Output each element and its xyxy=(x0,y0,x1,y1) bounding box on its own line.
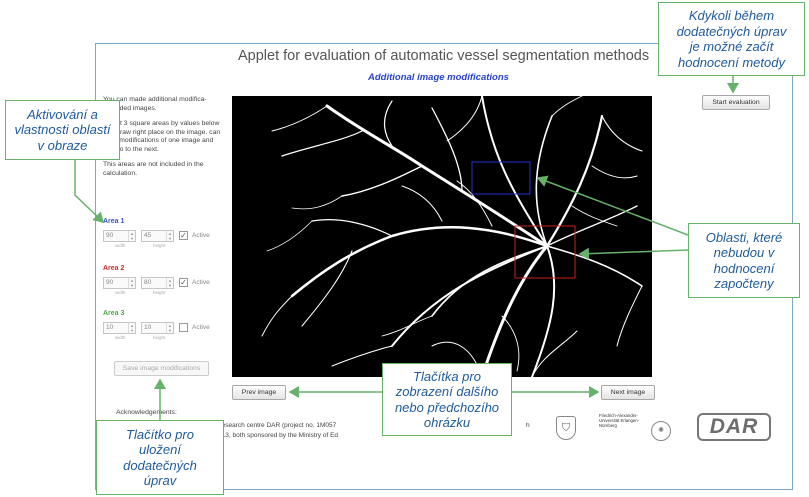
stepper-arrows-icon[interactable]: ▲▼ xyxy=(128,322,135,333)
stepper-arrows-icon[interactable]: ▲▼ xyxy=(166,322,173,333)
applet-subtitle: Additional image modifications xyxy=(368,72,509,83)
fundus-image-canvas[interactable] xyxy=(232,96,652,377)
acknowledgements-line: 21630513, both sponsored by the Ministry… xyxy=(200,432,339,439)
applet-title: Applet for evaluation of automatic vesse… xyxy=(238,48,650,64)
height-label: height xyxy=(153,290,166,295)
area-2-height-stepper[interactable]: 80▲▼ xyxy=(141,276,174,289)
area-2-controls: Area 2 90▲▼ 80▲▼ ✓ Active width height xyxy=(103,265,229,295)
stepper-arrows-icon[interactable]: ▲▼ xyxy=(128,230,135,241)
callout-navigation-buttons: Tlačítka pro zobrazení dalšího nebo před… xyxy=(382,363,512,436)
area-2-width-stepper[interactable]: 90▲▼ xyxy=(103,276,136,289)
callout-areas-settings: Aktivování a vlastnosti oblastí v obraze xyxy=(5,100,120,160)
area-1-controls: Area 1 90▲▼ 45▲▼ ✓ Active width height xyxy=(103,218,229,248)
next-image-button[interactable]: Next image xyxy=(601,385,655,400)
callout-start-info: Kdykoli během dodatečných úprav je možné… xyxy=(658,2,805,76)
area-3-controls: Area 3 10▲▼ 10▲▼ Active width height xyxy=(103,310,229,340)
width-label: width xyxy=(115,335,126,340)
area-3-width-stepper[interactable]: 10▲▼ xyxy=(103,321,136,334)
area-2-title: Area 2 xyxy=(103,265,125,272)
intro-paragraph: You can made additional modifica- upload… xyxy=(103,96,207,112)
prev-image-button[interactable]: Prev image xyxy=(232,385,286,400)
width-label: width xyxy=(115,243,126,248)
save-modifications-button[interactable]: Save image modifications xyxy=(114,361,209,376)
callout-excluded-areas: Oblasti, které nebudou v hodnocení započ… xyxy=(688,223,800,298)
vessel-segmentation-image[interactable] xyxy=(232,96,652,377)
intro-paragraph: Select 3 square areas by values below an… xyxy=(103,120,221,153)
intro-text: You can made additional modifica- upload… xyxy=(103,96,223,185)
area-2-active-checkbox[interactable]: ✓ xyxy=(179,278,188,287)
area-1-active-label: Active xyxy=(192,232,210,239)
height-label: height xyxy=(153,243,166,248)
acknowledgements-line: by the research centre DAR (project no. … xyxy=(200,422,337,429)
seal-icon: ✺ xyxy=(651,421,671,441)
callout-save-button: Tlačítko pro uložení dodatečných úprav xyxy=(96,420,224,495)
university-crest-logo: ⛉ xyxy=(556,416,576,440)
area-1-height-stepper[interactable]: 45▲▼ xyxy=(141,229,174,242)
intro-paragraph: This areas are not included in the calcu… xyxy=(103,161,204,177)
area-3-active-label: Active xyxy=(192,324,210,331)
height-label: height xyxy=(153,335,166,340)
area-3-height-stepper[interactable]: 10▲▼ xyxy=(141,321,174,334)
area-1-rectangle xyxy=(471,161,531,195)
stepper-arrows-icon[interactable]: ▲▼ xyxy=(166,277,173,288)
stepper-arrows-icon[interactable]: ▲▼ xyxy=(128,277,135,288)
dar-logo: DAR xyxy=(697,413,771,441)
stepper-arrows-icon[interactable]: ▲▼ xyxy=(166,230,173,241)
area-1-active-checkbox[interactable]: ✓ xyxy=(179,231,188,240)
area-3-active-checkbox[interactable] xyxy=(179,323,188,332)
start-evaluation-button[interactable]: Start evaluation xyxy=(702,95,770,110)
area-1-title: Area 1 xyxy=(103,218,125,225)
fau-logo-text: Friedrich-Alexander-Universität Erlangen… xyxy=(599,413,640,428)
acknowledgements-line-tail: h xyxy=(526,422,530,429)
area-1-width-stepper[interactable]: 90▲▼ xyxy=(103,229,136,242)
width-label: width xyxy=(115,290,126,295)
area-3-title: Area 3 xyxy=(103,310,125,317)
fau-logo: Friedrich-Alexander-Universität Erlangen… xyxy=(599,413,679,443)
acknowledgements-title: Acknowledgements: xyxy=(116,409,177,416)
area-2-active-label: Active xyxy=(192,279,210,286)
